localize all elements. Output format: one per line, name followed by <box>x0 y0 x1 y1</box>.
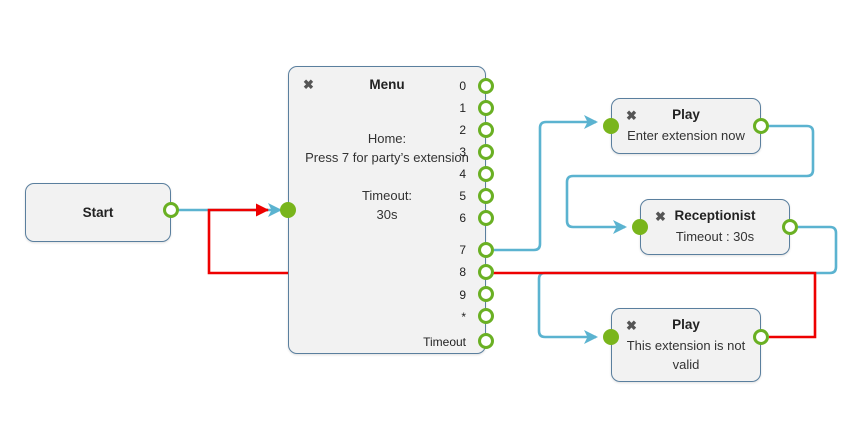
port-menu-input[interactable] <box>280 202 296 218</box>
port-menu-out-2[interactable] <box>478 122 494 138</box>
port-menu-out-7[interactable] <box>478 242 494 258</box>
node-play-invalid-extension[interactable]: ✖ Play This extension is not valid <box>611 308 761 382</box>
port-label-5: 5 <box>459 189 466 203</box>
port-menu-out-star[interactable] <box>478 308 494 324</box>
port-menu-out-3[interactable] <box>478 144 494 160</box>
port-label-3: 3 <box>459 145 466 159</box>
port-play1-output[interactable] <box>753 118 769 134</box>
node-menu-title: Menu <box>369 77 405 92</box>
port-label-1: 1 <box>459 101 466 115</box>
port-label-0: 0 <box>459 79 466 93</box>
node-play-enter-extension[interactable]: ✖ Play Enter extension now <box>611 98 761 154</box>
port-play1-input[interactable] <box>603 118 619 134</box>
node-receptionist-title: Receptionist <box>674 208 756 223</box>
port-label-9: 9 <box>459 288 466 302</box>
menu-body-line: Press 7 for party’s extension <box>305 150 469 165</box>
menu-body-line: Home: <box>367 131 407 146</box>
node-start[interactable]: Start <box>25 183 171 242</box>
node-play1-title: Play <box>672 107 700 122</box>
node-play1-body: Enter extension now <box>627 128 745 143</box>
port-label-6: 6 <box>459 211 466 225</box>
port-label-8: 8 <box>459 265 466 279</box>
port-receptionist-output[interactable] <box>782 219 798 235</box>
port-receptionist-input[interactable] <box>632 219 648 235</box>
node-play2-body: This extension is not valid <box>626 338 746 372</box>
port-label-4: 4 <box>459 167 466 181</box>
wire-menu7-to-play1 <box>494 115 598 252</box>
port-play2-input[interactable] <box>603 329 619 345</box>
port-menu-out-4[interactable] <box>478 166 494 182</box>
port-label-star: * <box>461 310 466 324</box>
node-receptionist[interactable]: ✖ Receptionist Timeout : 30s <box>640 199 790 255</box>
node-play2-title: Play <box>672 317 700 332</box>
port-menu-out-5[interactable] <box>478 188 494 204</box>
port-label-timeout: Timeout <box>423 335 466 349</box>
port-play2-output[interactable] <box>753 329 769 345</box>
close-icon[interactable]: ✖ <box>303 77 314 92</box>
port-menu-out-6[interactable] <box>478 210 494 226</box>
port-menu-out-9[interactable] <box>478 286 494 302</box>
port-menu-out-0[interactable] <box>478 78 494 94</box>
port-label-2: 2 <box>459 123 466 137</box>
port-start-output[interactable] <box>163 202 179 218</box>
node-receptionist-body: Timeout : 30s <box>675 229 755 244</box>
node-start-title: Start <box>82 205 114 220</box>
port-menu-out-timeout[interactable] <box>478 333 494 349</box>
port-label-7: 7 <box>459 243 466 257</box>
menu-body-line: Timeout: <box>361 188 413 203</box>
port-menu-out-1[interactable] <box>478 100 494 116</box>
close-icon[interactable]: ✖ <box>626 108 637 123</box>
port-menu-out-8[interactable] <box>478 264 494 280</box>
